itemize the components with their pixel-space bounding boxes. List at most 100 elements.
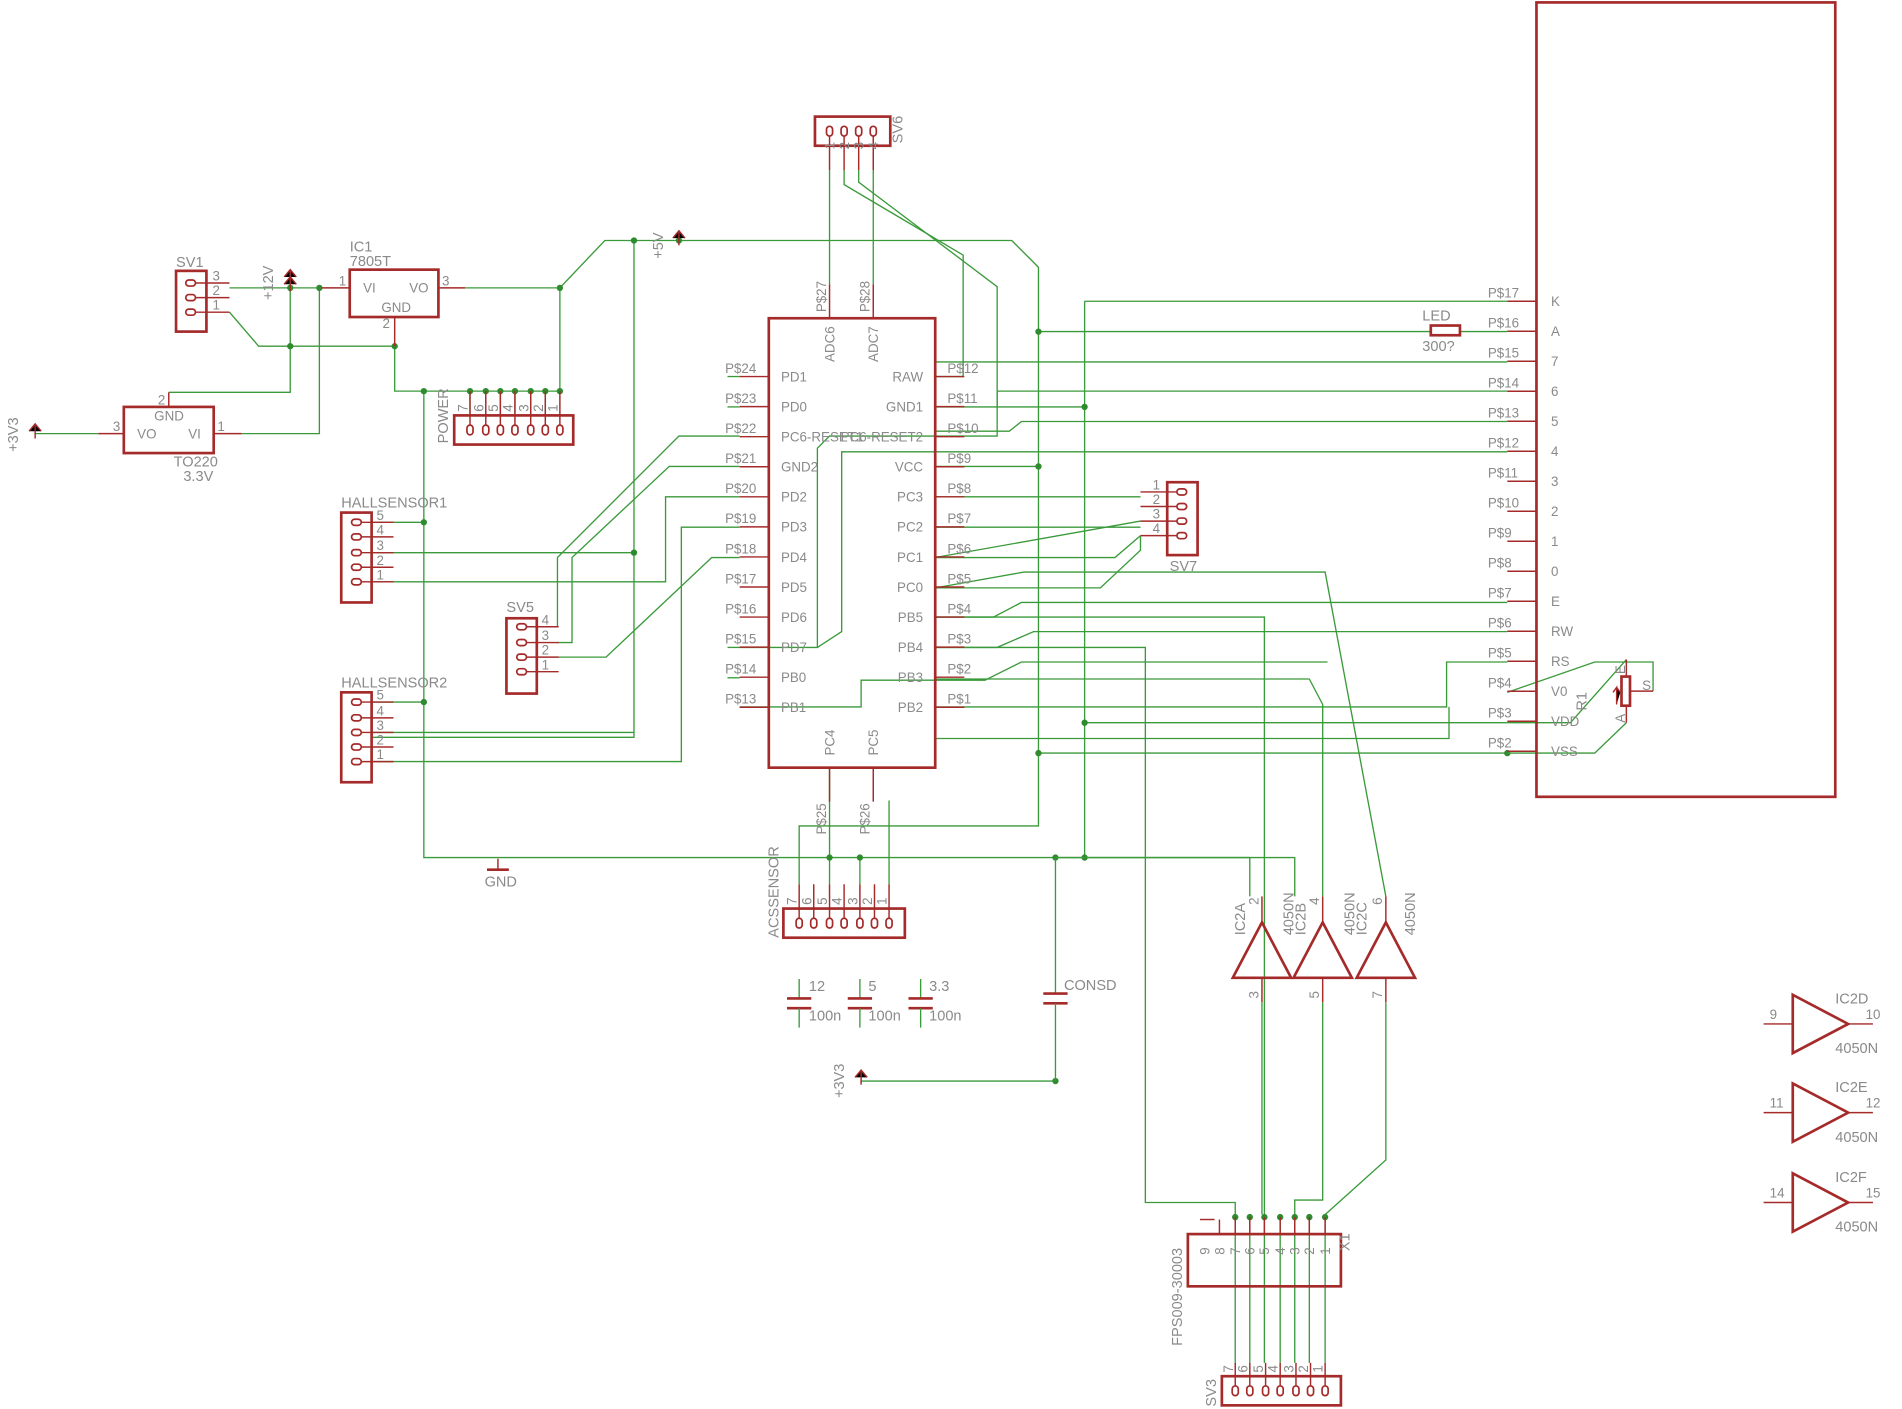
mcu-pin-name-right: PC3 <box>897 490 923 505</box>
pin-pad <box>1292 1385 1300 1397</box>
pin-number: 5 <box>376 508 383 523</box>
pin-number: 7 <box>785 897 800 904</box>
mcu-pin-name-left: PD3 <box>781 520 807 535</box>
lcd-module <box>1535 1 1837 799</box>
mcu-pad-right: P$7 <box>947 511 971 526</box>
ic2e-value: 4050N <box>1835 1130 1878 1146</box>
wire <box>371 240 635 738</box>
lcd-pad: P$4 <box>1488 676 1512 691</box>
mcu-pad-left: P$15 <box>725 631 756 646</box>
pin-number: 3 <box>542 628 549 643</box>
lcd-pad: P$11 <box>1488 466 1518 481</box>
junction-dot <box>856 854 864 861</box>
mcu-pin-name-bottom: PC4 <box>822 729 837 756</box>
pin-number: 2 <box>383 316 390 331</box>
lcd-pad: P$2 <box>1488 736 1512 751</box>
wire <box>935 646 1236 1215</box>
junction-dot <box>1081 719 1088 726</box>
lcd-pin-name: RW <box>1551 624 1573 639</box>
pin-pad <box>184 279 197 287</box>
wire <box>935 535 1142 589</box>
mcu-pad-right: P$8 <box>947 481 971 496</box>
pin-pad <box>825 125 834 137</box>
wire <box>557 465 740 644</box>
r1-wiper-arrow <box>1612 685 1621 705</box>
pin-pad <box>555 424 564 436</box>
ic2b-label: IC2B <box>1294 903 1310 935</box>
pin-number: 2 <box>1296 1365 1311 1372</box>
wire <box>935 630 1508 649</box>
pin-number: 9 <box>1770 1007 1777 1022</box>
mcu-pad-right: P$5 <box>947 571 971 586</box>
pin-number: 5 <box>1251 1365 1266 1372</box>
junction-dot <box>826 854 833 861</box>
mcu-pad-top: P$27 <box>814 281 829 312</box>
mcu-pin-name-right: VCC <box>895 460 924 475</box>
wire <box>371 526 740 763</box>
pin-number: 4 <box>1266 1365 1281 1373</box>
pin-number: 2 <box>542 643 549 658</box>
pin-pad <box>1176 502 1188 511</box>
mcu-pin-name-right: PB2 <box>898 700 923 715</box>
lcd-pin-name: A <box>1551 324 1560 339</box>
lcd-pin-name: 4 <box>1551 444 1559 459</box>
wire <box>935 535 1141 559</box>
junction-dot <box>1052 1077 1059 1085</box>
mcu-pad-left: P$19 <box>725 511 756 526</box>
hallsensor1-label: HALLSENSOR1 <box>341 496 447 512</box>
mcu-pin-name-left: PD2 <box>781 490 807 505</box>
pin-pad <box>825 917 834 929</box>
pin-number: 1 <box>212 298 219 313</box>
pin-number: 1 <box>545 404 560 411</box>
wire <box>465 239 1040 885</box>
pin-pad <box>515 653 528 662</box>
cap-name: 12 <box>809 979 825 995</box>
pin-pad <box>541 424 550 436</box>
r1-e-label: E <box>1613 665 1628 674</box>
sv6-header <box>813 115 892 148</box>
pin-number: 4 <box>376 522 384 537</box>
pin-pad <box>350 532 363 541</box>
pin-pad <box>466 424 474 436</box>
pin-number: 4 <box>501 404 516 412</box>
to220-value: TO220 <box>174 454 218 470</box>
pin-number: 7 <box>1228 1247 1243 1254</box>
pin-number: 10 <box>1866 1007 1881 1022</box>
lcd-pin-name: 2 <box>1551 504 1558 519</box>
lcd-pad: P$13 <box>1488 406 1519 421</box>
pin-pad <box>809 917 818 929</box>
mcu-pin-name-left: PD1 <box>781 369 807 384</box>
wire <box>1324 1002 1387 1216</box>
pin-number: 2 <box>212 283 219 298</box>
pin-number: 3 <box>212 269 219 284</box>
pin-pad <box>184 293 197 302</box>
mcu-pin-name-right: PC2 <box>897 520 923 535</box>
mcu-pad-left: P$20 <box>725 481 756 496</box>
pin-number: 3 <box>442 273 449 288</box>
ic2a-label: IC2A <box>1233 903 1249 936</box>
junction-dot <box>1035 328 1042 335</box>
sv7-header <box>1165 480 1199 557</box>
mcu-pin-name-right: PC1 <box>897 550 923 565</box>
pin-number: 7 <box>456 404 471 411</box>
supply-5v-label: +5V <box>651 232 667 259</box>
wire <box>935 520 1141 559</box>
junction-dot <box>420 387 427 395</box>
pin-number: 8 <box>1212 1247 1227 1254</box>
pin-number: 3 <box>516 404 531 411</box>
pin-number: 4 <box>1153 521 1161 536</box>
mcu-pin-name-left: PD0 <box>781 399 807 414</box>
wire <box>241 287 321 435</box>
mcu-pad-left: P$24 <box>725 361 757 376</box>
wire <box>935 678 1324 897</box>
pin-pad <box>350 698 363 706</box>
wire <box>1055 856 1251 897</box>
supply-3v3-bottom-label: +3V3 <box>832 1064 848 1098</box>
pin-number: 2 <box>860 897 875 904</box>
r1-label: R1 <box>1574 692 1590 711</box>
mcu-pin-name-left: PB0 <box>781 670 806 685</box>
sv5-header <box>505 616 539 695</box>
sv7-label: SV7 <box>1170 559 1198 575</box>
junction-dot <box>316 284 323 292</box>
pin-number: 6 <box>1243 1247 1258 1254</box>
